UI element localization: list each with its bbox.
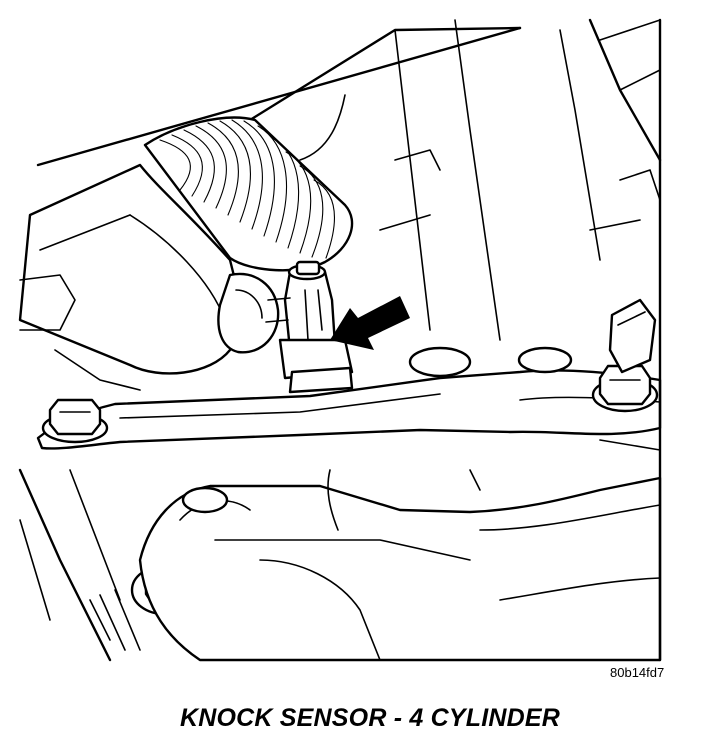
bolt-right — [591, 364, 659, 413]
knock-sensor — [265, 260, 354, 394]
nut-mid — [408, 346, 573, 378]
bellows-boot — [143, 116, 354, 272]
stud-right — [608, 298, 657, 374]
pointer-arrow — [330, 296, 410, 350]
lower-housing — [138, 469, 662, 662]
figure-reference-code: 80b14fd7 — [610, 665, 665, 680]
engine-tube — [18, 163, 280, 391]
figure-caption: KNOCK SENSOR - 4 CYLINDER — [180, 704, 561, 732]
right-edge — [599, 18, 662, 662]
left-casting — [18, 274, 141, 662]
bolt-left — [41, 398, 109, 444]
knock-sensor-illustration — [18, 18, 662, 662]
engine-block-upper — [36, 18, 662, 341]
